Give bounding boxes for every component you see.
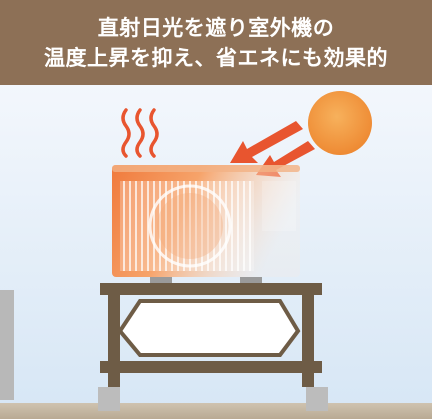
heat-wave-icon [121,108,159,158]
fan-grille-icon [120,181,254,271]
sun-icon [308,91,372,155]
wall-edge [0,290,14,400]
illustration-scene [0,85,432,419]
caption-line-2: 温度上昇を抑え、省エネにも効果的 [44,45,388,70]
ground [0,403,432,419]
illustration-svg [0,85,432,419]
unit-stand [98,283,328,411]
outdoor-unit [112,165,300,283]
caption-line-1: 直射日光を遮り室外機の [97,15,335,40]
caption-header: 直射日光を遮り室外機の 温度上昇を抑え、省エネにも効果的 [0,0,432,85]
